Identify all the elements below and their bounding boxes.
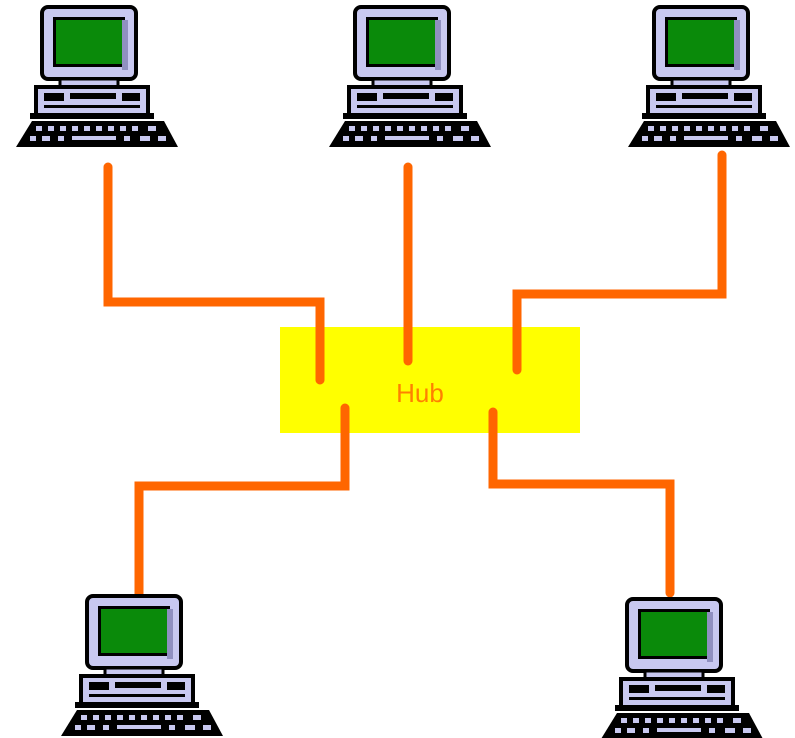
- hub-box: [280, 327, 580, 433]
- cable-top-left: [103, 162, 325, 385]
- cables: [103, 150, 727, 602]
- cable-bottom-left: [134, 403, 350, 602]
- hub-label: Hub: [396, 378, 444, 408]
- computer-icon: [327, 5, 493, 149]
- computer-icon: [626, 5, 792, 149]
- cable-bottom-right: [488, 407, 675, 598]
- computer-icon: [599, 597, 765, 738]
- computer-icon: [59, 594, 225, 738]
- cable-top-right: [512, 150, 727, 375]
- computer-icon: [14, 5, 180, 149]
